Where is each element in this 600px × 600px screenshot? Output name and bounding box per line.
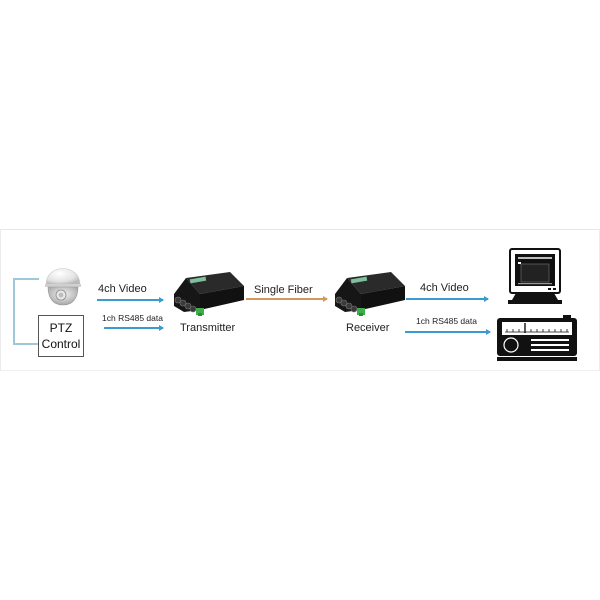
left-data-arrow: [104, 325, 164, 330]
ptz-control-box: PTZ Control: [38, 315, 84, 357]
fiber-receiver-icon: [333, 272, 405, 322]
ptz-control-label-line2: Control: [41, 337, 81, 351]
transmitter-label: Transmitter: [180, 322, 236, 334]
left-video-arrow: [97, 297, 164, 302]
ptz-control-label-line1: PTZ: [49, 321, 73, 335]
left-data-label: 1ch RS485 data: [102, 313, 163, 323]
single-fiber-label: Single Fiber: [254, 284, 313, 296]
camera-ptz-bracket-line: [13, 278, 39, 345]
ptz-dome-camera-icon: [40, 255, 86, 309]
right-data-label: 1ch RS485 data: [416, 316, 477, 326]
right-video-label: 4ch Video: [420, 282, 469, 294]
single-fiber-arrow: [246, 296, 328, 301]
right-video-arrow: [406, 296, 489, 301]
right-data-arrow: [405, 329, 491, 334]
left-video-label: 4ch Video: [98, 283, 147, 295]
receiver-label: Receiver: [346, 322, 390, 334]
fiber-transmitter-icon: [172, 272, 244, 322]
monitor-icon: [498, 248, 572, 306]
dvr-recorder-icon: [495, 313, 580, 363]
